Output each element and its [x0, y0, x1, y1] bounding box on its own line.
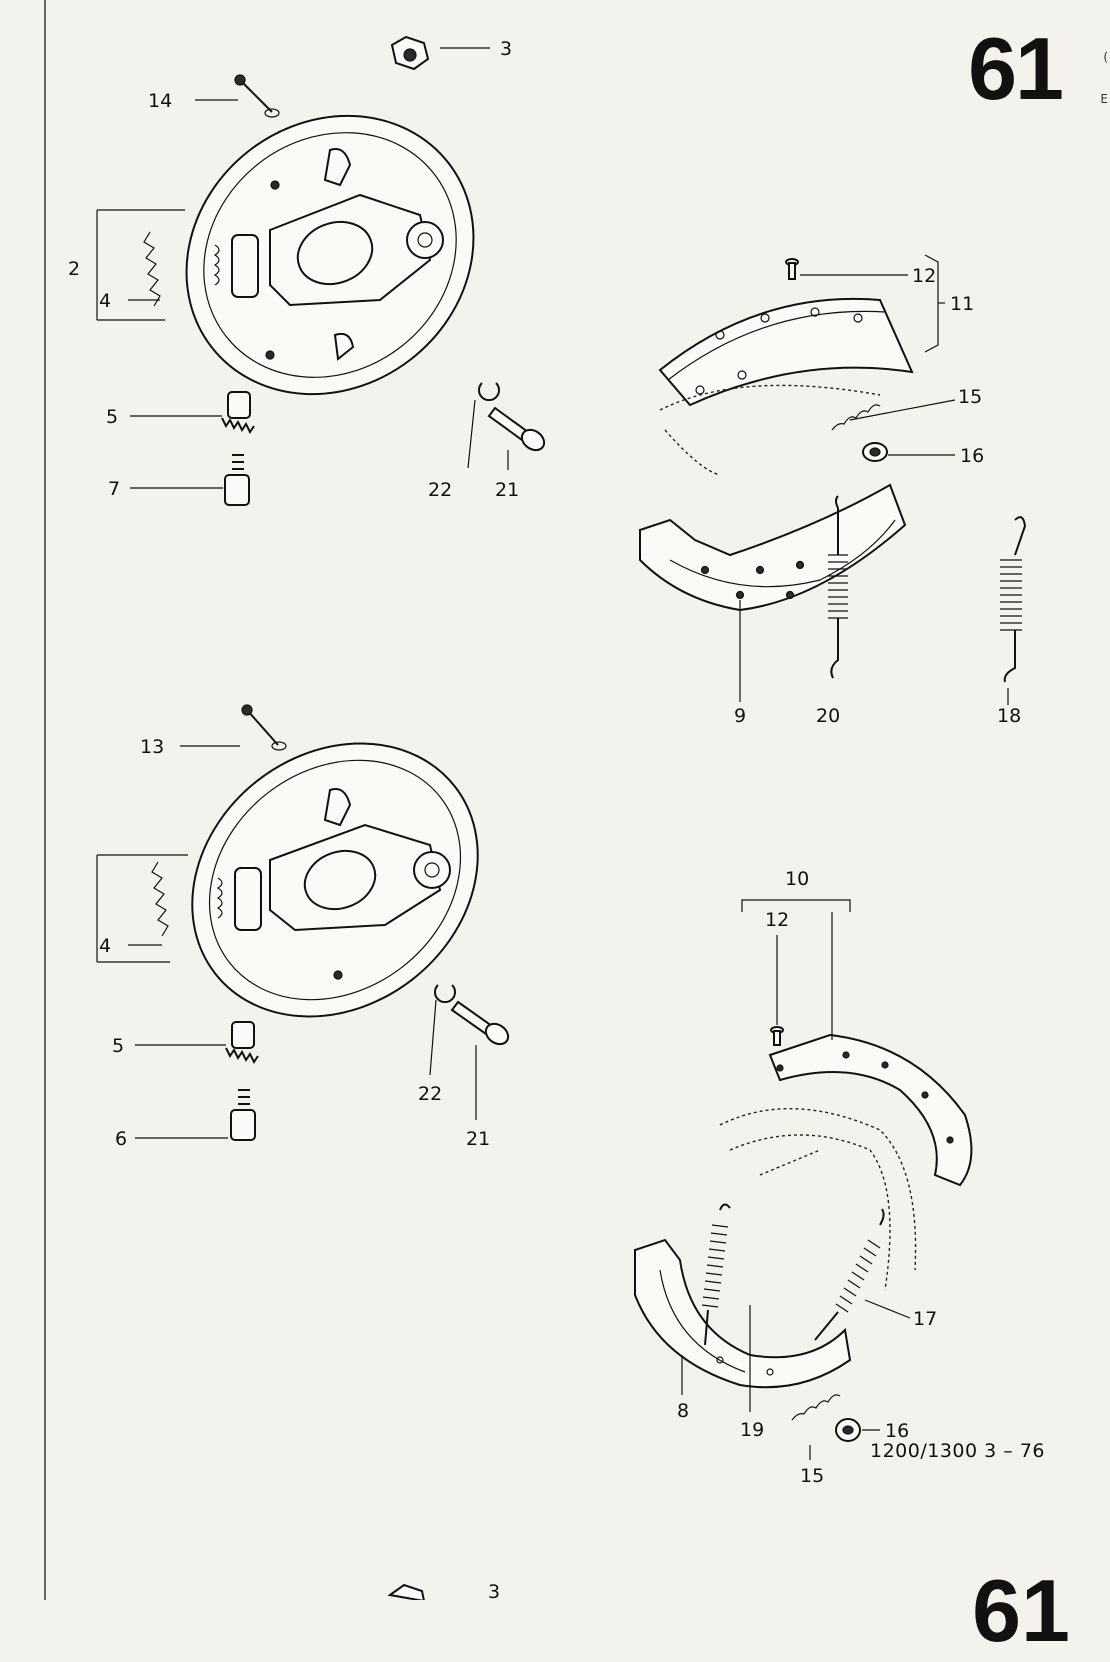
part-4-adjuster-top: [143, 231, 161, 307]
callout-3: 3: [488, 1581, 500, 1600]
callout-21: 21: [495, 479, 519, 501]
exploded-view-drawing: 3 14 2 4 5 7 22 21 13 4 5 6 22 21 12 11 …: [68, 35, 1027, 1600]
part-5-adjuster-nut-top: [221, 391, 255, 434]
callout-10: 10: [785, 868, 809, 890]
callout-6: 6: [115, 1128, 127, 1150]
part-9-brake-shoe: [639, 483, 907, 612]
part-14-bolt: [234, 74, 280, 118]
part-12-rivet-bottom: [770, 1026, 784, 1046]
backing-plate-top: [185, 114, 475, 396]
backing-plate-bottom: [191, 742, 479, 1018]
callout-2: 2: [68, 258, 80, 280]
edge-mark: (: [1103, 50, 1108, 64]
callout-18: 18: [997, 705, 1021, 727]
callout-12: 12: [765, 909, 789, 931]
callout-5: 5: [106, 406, 118, 428]
part-4-adjuster-bottom: [151, 861, 169, 937]
leader-lines: [96, 47, 1009, 1460]
part-16-cup-bottom: [835, 1418, 861, 1442]
callout-5: 5: [112, 1035, 124, 1057]
callout-22: 22: [428, 479, 452, 501]
callout-3: 3: [500, 38, 512, 60]
part-3-nut-bottom: [387, 1583, 425, 1600]
part-22-clip-top: [478, 382, 500, 402]
part-21-bolt-top: [487, 406, 546, 452]
part-3-nut: [390, 35, 430, 71]
callout-11: 11: [950, 293, 974, 315]
callout-12: 12: [912, 265, 936, 287]
page-number: 61: [968, 19, 1064, 118]
part-13-bolt: [241, 704, 287, 751]
callout-7: 7: [108, 478, 120, 500]
callout-15: 15: [800, 1465, 824, 1487]
part-20-spring: [828, 495, 848, 679]
footer-model-date: 1200/1300 3 – 76: [870, 1440, 1045, 1462]
dashed-outline: [729, 1134, 891, 1291]
callout-14: 14: [148, 90, 172, 112]
callout-17: 17: [913, 1308, 937, 1330]
part-18-spring: [1000, 516, 1027, 683]
dashed-outline: [759, 1149, 821, 1176]
parts-diagram-page: 61 61 ( E 1200/1300 3 – 76: [44, 0, 1108, 1660]
callout-labels: 3 14 2 4 5 7 22 21 13 4 5 6 22 21 12 11 …: [68, 38, 1021, 1600]
callout-16: 16: [885, 1420, 909, 1442]
part-12-rivet-top: [785, 258, 799, 280]
callout-8: 8: [677, 1400, 689, 1422]
part-6-screw: [230, 1089, 256, 1141]
part-16-cup-top: [862, 442, 888, 462]
part-15-spring-bottom: [791, 1394, 841, 1421]
part-17-spring: [814, 1208, 885, 1341]
dashed-outline: [659, 384, 881, 411]
part-19-spring: [701, 1203, 731, 1346]
part-8-brake-shoe: [634, 1238, 852, 1389]
callout-9: 9: [734, 705, 746, 727]
callout-22: 22: [418, 1083, 442, 1105]
callout-21: 21: [466, 1128, 490, 1150]
callout-16: 16: [960, 445, 984, 467]
callout-19: 19: [740, 1419, 764, 1441]
callout-13: 13: [140, 736, 164, 758]
part-15-spring-top: [831, 404, 881, 431]
part-10-lining-bottom: [768, 1033, 973, 1187]
part-21-bolt-bottom: [450, 1000, 510, 1046]
callout-4: 4: [99, 935, 111, 957]
part-7-screw: [224, 454, 250, 506]
binder-line: [44, 0, 46, 1600]
callout-15: 15: [958, 386, 982, 408]
callout-20: 20: [816, 705, 840, 727]
dashed-outline: [664, 429, 721, 476]
callout-4: 4: [99, 290, 111, 312]
part-5-adjuster-nut-bottom: [225, 1021, 259, 1064]
part-22-clip-bottom: [434, 984, 456, 1004]
part-11-lining-top: [658, 297, 914, 407]
edge-mark: E: [1100, 92, 1108, 106]
